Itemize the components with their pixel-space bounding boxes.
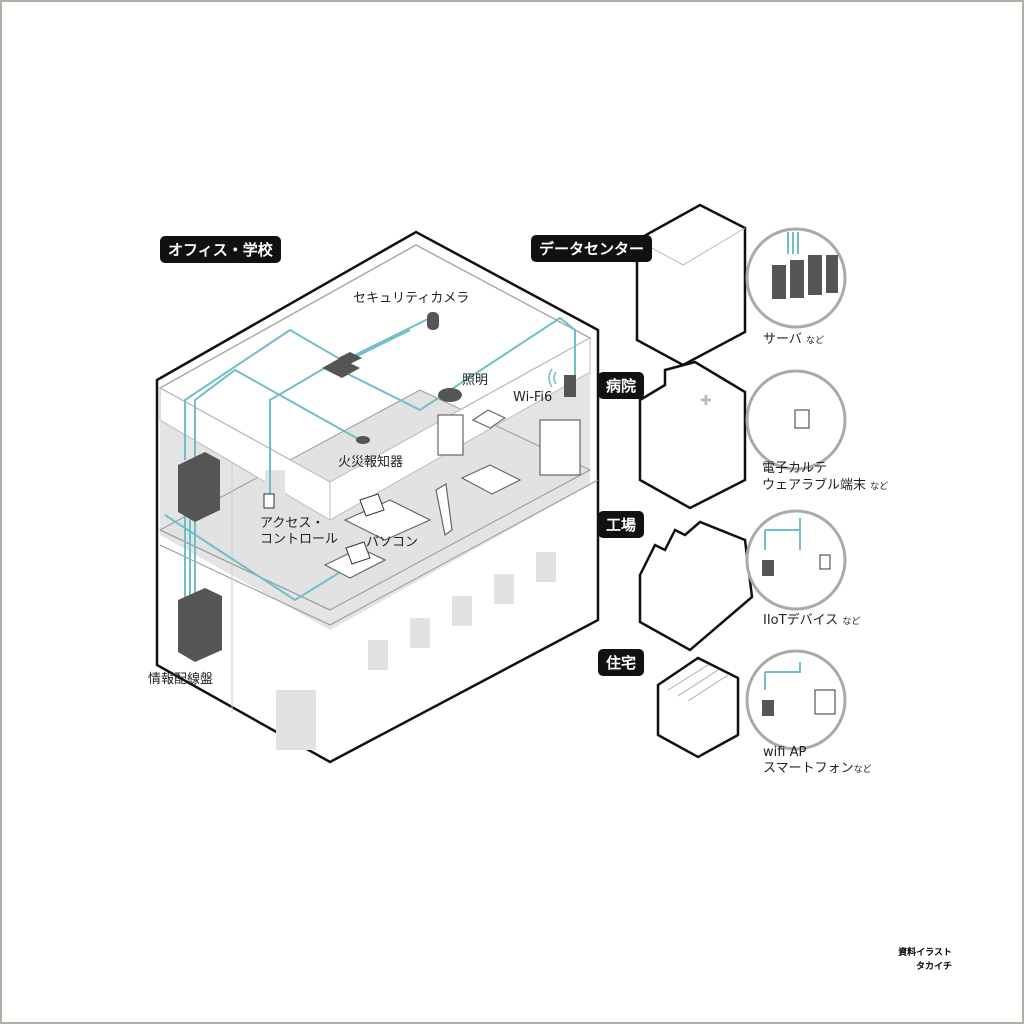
security-camera <box>427 312 439 330</box>
label-patch-panel: 情報配線盤 <box>148 672 214 687</box>
etc-text: など <box>842 617 861 627</box>
patch-panel-upper <box>178 452 220 522</box>
label-smartphone: スマートフォンなど <box>763 761 872 778</box>
server-racks <box>772 255 838 299</box>
section-tag-house: 住宅 <box>598 649 645 676</box>
section-tag-office: オフィス・学校 <box>160 236 281 263</box>
section-tag-hospital: 病院 <box>598 372 645 399</box>
etc-text: など <box>806 336 825 346</box>
label-emr: 電子カルテ <box>762 461 828 476</box>
label-access-control-1: アクセス・ <box>260 516 325 531</box>
factory-building <box>638 520 754 652</box>
label-fire-alarm: 火災報知器 <box>338 455 404 470</box>
hospital-building: ✚ <box>638 360 747 510</box>
office-equipment <box>178 312 581 662</box>
credit-line-2: タカイチ <box>915 962 952 972</box>
light <box>438 388 462 402</box>
datacenter-building <box>635 203 747 367</box>
fire-alarm <box>356 436 370 444</box>
etc-text: など <box>853 765 872 775</box>
network-switch <box>322 358 360 378</box>
section-tag-datacenter: データセンター <box>531 235 653 262</box>
credit-line-1: 資料イラスト <box>898 948 952 958</box>
label-lighting: 照明 <box>462 373 489 388</box>
laptop <box>345 541 371 565</box>
wifi-ap <box>564 375 576 397</box>
detail-devices <box>762 409 836 716</box>
patch-panel-lower <box>178 588 222 662</box>
iiot-text: IIoTデバイス <box>763 613 839 628</box>
section-tag-factory: 工場 <box>598 511 645 538</box>
label-access-control-2: コントロール <box>260 532 339 547</box>
label-wearable: ウェアラブル端末 など <box>762 478 888 495</box>
label-server: サーバ など <box>763 332 824 349</box>
laptop <box>359 493 385 517</box>
access-control-panel <box>263 493 275 509</box>
label-wifi-ap: wifi AP <box>763 745 807 760</box>
label-iiot: IIoTデバイス など <box>763 613 860 630</box>
wifi-waves <box>548 368 557 388</box>
label-wifi6: Wi-Fi6 <box>513 390 553 405</box>
server-text: サーバ <box>763 332 802 347</box>
detail-cables <box>764 232 801 690</box>
svg-text:✚: ✚ <box>700 393 712 409</box>
etc-text: など <box>870 482 889 492</box>
label-pc: パソコン <box>366 535 419 550</box>
credit: 資料イラスト タカイチ <box>898 946 952 974</box>
house-building <box>656 656 740 759</box>
label-security-camera: セキュリティカメラ <box>353 291 470 306</box>
network-cables <box>164 316 576 640</box>
smartphone-text: スマートフォン <box>763 761 854 776</box>
wearable-text: ウェアラブル端末 <box>762 478 867 493</box>
